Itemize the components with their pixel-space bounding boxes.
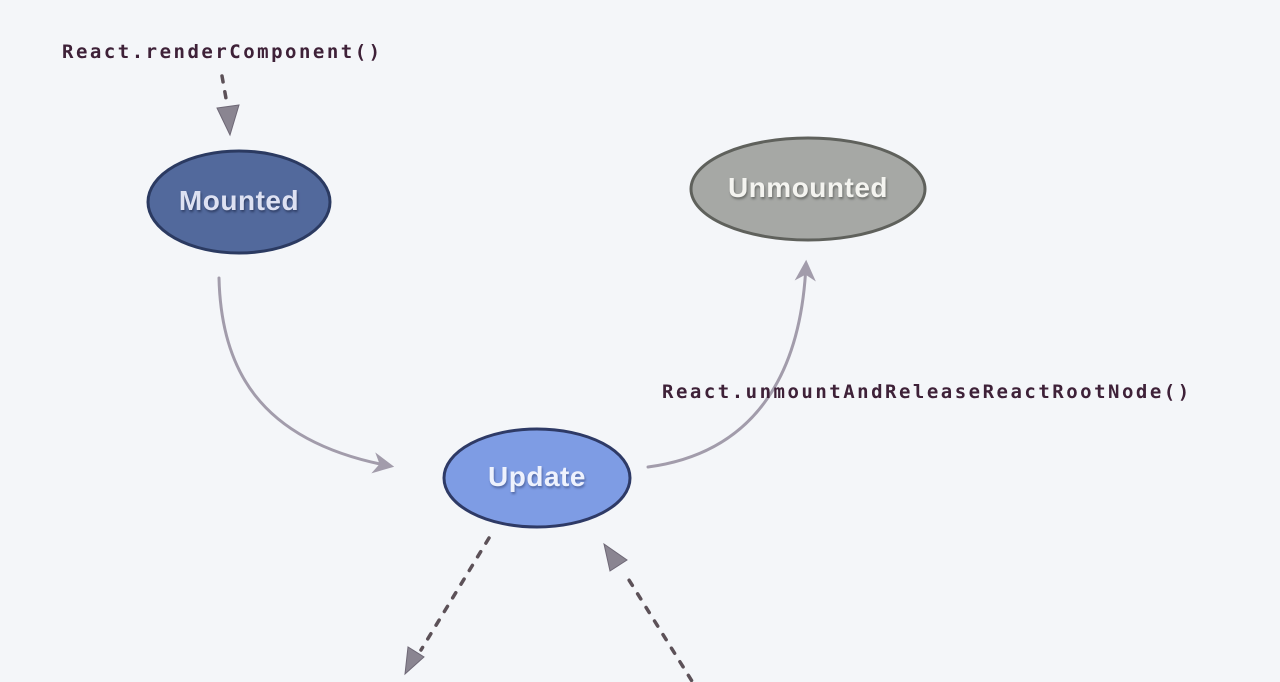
node-mounted-label: Mounted	[178, 185, 300, 216]
render-call-annotation: React.renderComponent()	[62, 41, 383, 63]
node-update	[442, 427, 632, 529]
unmount-call-annotation: React.unmountAndReleaseReactRootNode()	[662, 381, 1192, 403]
bottom-to-update-arrowhead-icon	[603, 542, 628, 572]
edge-render-call-arrow	[220, 74, 229, 106]
update-downleft-arrowhead-icon	[404, 646, 425, 676]
node-unmounted	[689, 136, 927, 242]
edge-bottom-to-update-arrow	[622, 570, 695, 682]
node-mounted	[146, 149, 332, 255]
node-unmounted-label: Unmounted	[727, 172, 889, 203]
node-update-label: Update	[488, 461, 586, 492]
edge-update-to-unmounted-arrow	[646, 259, 816, 469]
render-call-arrowhead-icon	[216, 104, 240, 137]
edge-update-downleft-arrow	[419, 536, 491, 652]
edge-mounted-to-update-arrow	[217, 276, 395, 474]
